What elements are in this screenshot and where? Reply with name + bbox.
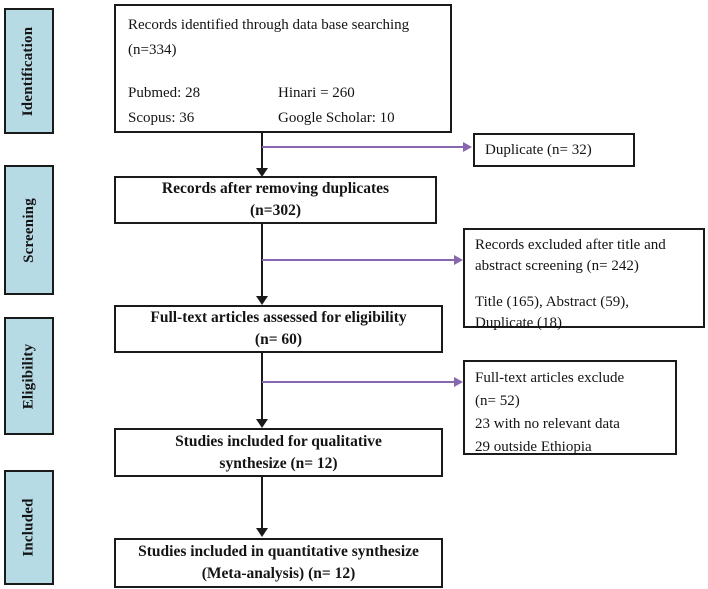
screening-excluded-line1: Records excluded after title and <box>475 237 666 253</box>
fulltext-excluded-reason2: 29 outside Ethiopia <box>475 439 592 455</box>
duplicates-excluded-box: Duplicate (n= 32) <box>473 133 635 167</box>
down-arrow-icon <box>256 296 268 305</box>
fulltext-excluded-box: Full-text articles exclude (n= 52) 23 wi… <box>463 360 677 455</box>
quantitative-included-line2: (Meta-analysis) (n= 12) <box>201 565 356 582</box>
fulltext-excluded-count: (n= 52) <box>475 393 520 409</box>
source-google-scholar: Google Scholar: 10 <box>278 110 395 126</box>
stage-eligibility: Eligibility <box>4 317 54 435</box>
source-hinari: Hinari = 260 <box>278 85 355 101</box>
flow-line-1 <box>261 133 263 169</box>
qualitative-included-box: Studies included for qualitative synthes… <box>114 428 443 477</box>
right-arrow-icon <box>454 377 463 387</box>
records-deduplicated-line1: Records after removing duplicates <box>161 180 390 197</box>
fulltext-assessed-count: (n= 60) <box>254 331 303 348</box>
records-deduplicated-count: (n=302) <box>249 202 302 219</box>
down-arrow-icon <box>256 528 268 537</box>
fulltext-excluded-reason1: 23 with no relevant data <box>475 416 620 432</box>
stage-included: Included <box>4 470 54 585</box>
records-deduplicated-box: Records after removing duplicates (n=302… <box>114 176 437 224</box>
exclusion-line-3 <box>262 381 454 383</box>
flow-line-4 <box>261 477 263 529</box>
quantitative-included-box: Studies included in quantitative synthes… <box>114 538 443 588</box>
fulltext-excluded-line1: Full-text articles exclude <box>475 370 625 386</box>
stage-eligibility-label: Eligibility <box>20 343 37 409</box>
right-arrow-icon <box>454 255 463 265</box>
stage-screening: Screening <box>4 165 54 295</box>
screening-excluded-breakdown2: Duplicate (18) <box>475 315 563 331</box>
stage-identification: Identification <box>4 8 54 134</box>
screening-excluded-breakdown1: Title (165), Abstract (59), <box>475 294 630 310</box>
qualitative-included-line1: Studies included for qualitative <box>175 432 382 450</box>
qualitative-included-line2: synthesize (n= 12) <box>219 454 338 472</box>
exclusion-line-1 <box>262 146 463 148</box>
fulltext-assessed-line1: Full-text articles assessed for eligibil… <box>150 309 407 326</box>
records-identified-line1: Records identified through data base sea… <box>128 17 410 33</box>
screening-excluded-line2: abstract screening (n= 242) <box>475 258 639 274</box>
quantitative-included-line1: Studies included in quantitative synthes… <box>138 543 419 560</box>
source-scopus: Scopus: 36 <box>128 110 195 126</box>
stage-included-label: Included <box>20 498 37 557</box>
database-sources: Pubmed: 28 Hinari = 260 Scopus: 36 Googl… <box>128 81 438 131</box>
records-identified-count: (n=334) <box>128 42 177 58</box>
exclusion-line-2 <box>262 259 454 261</box>
records-identified-box: Records identified through data base sea… <box>114 4 452 133</box>
duplicates-excluded-text: Duplicate (n= 32) <box>485 142 592 158</box>
stage-identification-label: Identification <box>20 26 37 116</box>
down-arrow-icon <box>256 419 268 428</box>
flow-line-3 <box>261 353 263 420</box>
right-arrow-icon <box>463 142 472 152</box>
stage-screening-label: Screening <box>20 197 37 263</box>
fulltext-assessed-box: Full-text articles assessed for eligibil… <box>114 305 443 353</box>
screening-excluded-box: Records excluded after title and abstrac… <box>463 228 705 331</box>
source-pubmed: Pubmed: 28 <box>128 85 201 101</box>
down-arrow-icon <box>256 168 268 177</box>
